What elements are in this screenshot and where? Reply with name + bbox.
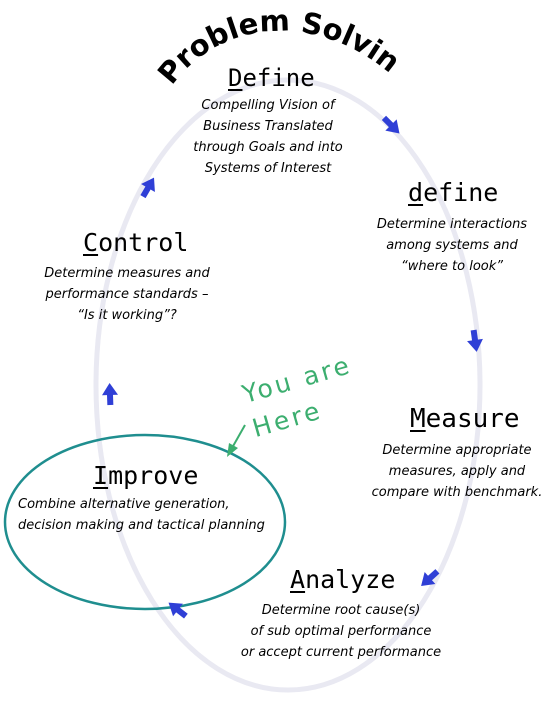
stage-control-title: Control	[83, 228, 188, 257]
cycle-arrow-icon	[467, 329, 483, 352]
stage-define-lower-title: define	[408, 178, 498, 207]
stage-analyze-title: Analyze	[290, 565, 395, 594]
cycle-arrow-icon	[421, 569, 440, 587]
improve-ring	[3, 433, 287, 611]
stage-define-lower-description: Determine interactions among systems and…	[376, 217, 528, 274]
stage-control-initial: C	[83, 228, 99, 257]
stage-define-initial: D	[228, 64, 243, 92]
stage-improve-initial: I	[93, 461, 109, 490]
cycle-arrow-icon	[381, 115, 400, 134]
stage-improve-description: Combine alternative generation, decision…	[18, 497, 265, 533]
stage-define-description: Compelling Vision of Business Translated…	[193, 98, 343, 176]
stage-improve-rest: mprove	[108, 461, 199, 490]
cycle-arrow-icon	[140, 177, 155, 199]
stage-analyze-rest: nalyze	[305, 565, 396, 594]
stage-improve-title: Improve	[93, 461, 198, 490]
stage-analyze-description: Determine root cause(s) of sub optimal p…	[240, 603, 442, 660]
stage-measure-description: Determine appropriate measures, apply an…	[371, 443, 543, 500]
stage-analyze-initial: A	[290, 565, 306, 594]
stage-measure-title: Measure	[410, 404, 520, 434]
stage-define-lower-rest: efine	[423, 178, 499, 207]
stage-measure-initial: M	[410, 404, 426, 434]
cycle-arrow-icon	[168, 602, 188, 619]
stage-define-rest: efine	[242, 64, 315, 92]
cycle-arrow-icon	[102, 383, 118, 406]
cycle-title: Problem Solving Cycle	[0, 0, 407, 90]
stage-define-title: Define	[228, 64, 315, 92]
stage-control-description: Determine measures and performance stand…	[44, 266, 210, 323]
stage-control-rest: ontrol	[98, 228, 189, 257]
pointer-arrow-icon	[227, 424, 246, 457]
cycle-ring	[93, 77, 483, 693]
stage-measure-rest: easure	[425, 404, 520, 434]
stage-define-lower-initial: d	[408, 178, 424, 207]
